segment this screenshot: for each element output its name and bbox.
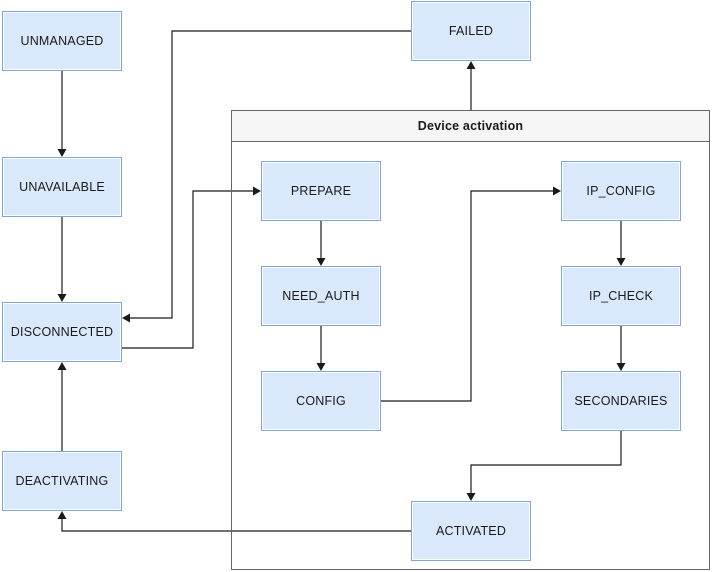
state-node-label: NEED_AUTH (282, 288, 360, 303)
state-node-unmanaged[interactable]: UNMANAGED (2, 11, 122, 71)
state-node-config[interactable]: CONFIG (261, 371, 381, 431)
state-node-activated[interactable]: ACTIVATED (411, 501, 531, 561)
edge-arrowhead (57, 149, 67, 157)
state-node-label: CONFIG (296, 393, 346, 408)
state-node-label: PREPARE (290, 183, 352, 198)
state-node-label: ACTIVATED (435, 523, 507, 538)
state-node-ip_check[interactable]: IP_CHECK (561, 266, 681, 326)
state-node-label: UNAVAILABLE (19, 179, 105, 194)
edge-arrowhead (122, 313, 130, 323)
device-activation-title: Device activation (231, 110, 710, 142)
edge-arrowhead (57, 294, 67, 302)
edge-arrowhead (466, 61, 476, 69)
state-node-prepare[interactable]: PREPARE (261, 161, 381, 221)
edge-unmanaged-to-unavailable (57, 71, 67, 157)
edge-container-to-failed (466, 61, 476, 110)
edge-deactivating-to-disconnected (57, 362, 67, 451)
edge-arrowhead (57, 362, 67, 370)
state-node-label: DISCONNECTED (10, 324, 114, 339)
edge-arrowhead (57, 511, 67, 519)
state-node-ip_config[interactable]: IP_CONFIG (561, 161, 681, 221)
state-node-need_auth[interactable]: NEED_AUTH (261, 266, 381, 326)
state-node-disconnected[interactable]: DISCONNECTED (2, 302, 122, 362)
edge-unavailable-to-disconnected (57, 217, 67, 302)
state-node-label: FAILED (448, 23, 494, 38)
state-node-label: DEACTIVATING (15, 473, 109, 488)
state-node-label: IP_CONFIG (586, 183, 656, 198)
state-node-failed[interactable]: FAILED (411, 1, 531, 61)
state-node-label: IP_CHECK (588, 288, 654, 303)
state-node-unavailable[interactable]: UNAVAILABLE (2, 157, 122, 217)
state-node-label: SECONDARIES (574, 393, 668, 408)
state-node-label: UNMANAGED (20, 33, 104, 48)
state-node-secondaries[interactable]: SECONDARIES (561, 371, 681, 431)
state-node-deactivating[interactable]: DEACTIVATING (2, 451, 122, 511)
